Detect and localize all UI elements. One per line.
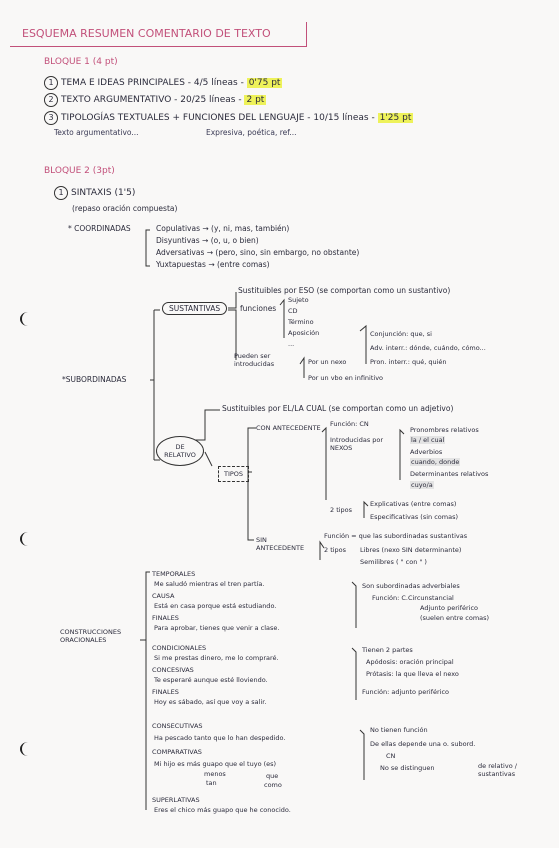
fun-item: Sujeto — [288, 296, 309, 304]
ring-hole — [20, 312, 36, 326]
sustantivas-box: SUSTANTIVAS — [162, 302, 228, 315]
cons-example: Me saludó mientras el tren partía. — [154, 580, 265, 588]
cons-sub: tan — [206, 779, 217, 787]
cons-note: Adjunto periférico — [420, 604, 479, 612]
title-box — [10, 22, 307, 47]
cons-sub: como — [264, 781, 282, 789]
inf-label: Por un vbo en infinitivo — [308, 374, 384, 382]
cons-example: Eres el chico más guapo que he conocido. — [154, 806, 291, 814]
cons-head: TEMPORALES — [152, 570, 196, 578]
cons-example: Te esperaré aunque esté lloviendo. — [154, 676, 268, 684]
rel-note: Sustituibles por EL/LA CUAL (se comporta… — [222, 404, 454, 413]
especificativas: Especificativas (sin comas) — [370, 513, 458, 521]
cons-note: Tienen 2 partes — [362, 646, 413, 654]
cons-sub: menos — [204, 770, 226, 778]
relativo-box: DE RELATIVO — [156, 436, 204, 466]
cons-head: COMPARATIVAS — [152, 748, 202, 756]
fun-item: ... — [288, 340, 295, 348]
cons-head: CONSECUTIVAS — [152, 722, 203, 730]
cons-note: No se distinguen — [380, 764, 435, 772]
cons-note: Prótasis: la que lleva el nexo — [366, 670, 459, 678]
coord-label: * COORDINADAS — [68, 224, 131, 233]
block1-heading: BLOQUE 1 (4 pt) — [44, 57, 118, 67]
cons-note: Apódosis: oración principal — [366, 658, 454, 666]
sust-note: Sustituibles por ESO (se comportan como … — [238, 286, 451, 295]
tipos-star: TIPOS — [218, 466, 250, 482]
page-title: ESQUEMA RESUMEN COMENTARIO DE TEXTO — [22, 27, 271, 40]
cons-example: Para aprobar, tienes que venir a clase. — [154, 624, 280, 632]
cons-example: Ha pescado tanto que lo han despedido. — [154, 734, 286, 742]
sub-label: *SUBORDINADAS — [62, 375, 127, 384]
cons-example: Hoy es sábado, así que voy a salir. — [154, 698, 267, 706]
nexo-label: Por un nexo — [308, 358, 347, 366]
conj-label: Conjunción: que, si — [370, 330, 432, 338]
cons-note: Función: C.Circunstancial — [372, 594, 454, 602]
cons-head: FINALES — [152, 614, 179, 622]
nexo-item: cuando, donde — [410, 458, 461, 466]
nexo-item: cuyo/a — [410, 481, 434, 489]
nexo-item: Pronombres relativos — [410, 426, 479, 434]
cons-head: FINALES — [152, 688, 179, 696]
repaso-note: (repaso oración compuesta) — [72, 204, 178, 213]
cons-note: (suelen entre comas) — [420, 614, 490, 622]
coord-item: Copulativas → (y, ni, mas, también) — [156, 224, 290, 233]
libres: Libres (nexo SIN determinante) — [360, 546, 462, 554]
nexo-item: Determinantes relativos — [410, 470, 489, 478]
fun-item: Aposición — [288, 329, 320, 337]
sin-antecedente: SIN ANTECEDENTE — [256, 536, 305, 552]
block2-heading: BLOQUE 2 (3pt) — [44, 166, 115, 176]
cons-head: SUPERLATIVAS — [152, 796, 200, 804]
cons-note: Función: adjunto periférico — [362, 688, 450, 696]
cons-note: No tienen función — [370, 726, 428, 734]
fun-item: Término — [288, 318, 314, 326]
semilibres: Semilibres ( " con " ) — [360, 558, 427, 566]
introd-label: Introducidas por NEXOS — [330, 436, 384, 452]
cons-note: Son subordinadas adverbiales — [362, 582, 460, 590]
cons-example: Mi hijo es más guapo que el tuyo (es) — [154, 760, 277, 768]
pueden-label: Pueden ser introducidas — [234, 352, 275, 368]
fun-item: CD — [288, 307, 298, 315]
nexo-item: Adverbios — [410, 448, 443, 456]
adv-label: Adv. interr.: dónde, cuándo, cómo... — [370, 344, 486, 352]
b1-note: Expresiva, poética, ref... — [206, 128, 297, 137]
ring-hole — [20, 532, 36, 546]
cons-note: de relativo / sustantivas — [478, 762, 517, 778]
funcion-cn: Función: CN — [330, 420, 369, 428]
funciones-label: funciones — [240, 304, 277, 313]
sin-tipos: 2 tipos — [324, 546, 347, 554]
cons-sub: que — [266, 772, 279, 780]
coord-item: Yuxtapuestas → (entre comas) — [156, 260, 270, 269]
cons-head: CAUSA — [152, 592, 175, 600]
cons-label: CONSTRUCCIONES ORACIONALES — [60, 628, 122, 644]
b1-note: Texto argumentativo... — [54, 128, 139, 137]
cons-head: CONCESIVAS — [152, 666, 194, 674]
nexo-item: la / el cual — [410, 436, 446, 444]
sin-funcion: Función = que las subordinadas sustantiv… — [324, 532, 468, 540]
explicativas: Explicativas (entre comas) — [370, 500, 457, 508]
coord-item: Disyuntivas → (o, u, o bien) — [156, 236, 259, 245]
dos-tipos: 2 tipos — [330, 506, 353, 514]
pron-label: Pron. interr.: qué, quién — [370, 358, 447, 366]
cons-head: CONDICIONALES — [152, 644, 207, 652]
coord-item: Adversativas → (pero, sino, sin embargo,… — [156, 248, 360, 257]
ring-hole — [20, 742, 36, 756]
cons-note: De ellas depende una o. subord. — [370, 740, 476, 748]
cons-example: Está en casa porque está estudiando. — [154, 602, 277, 610]
con-antecedente: CON ANTECEDENTE — [256, 424, 321, 432]
cons-example: Si me prestas dinero, me lo compraré. — [154, 654, 279, 662]
cons-note: CN — [386, 752, 396, 760]
